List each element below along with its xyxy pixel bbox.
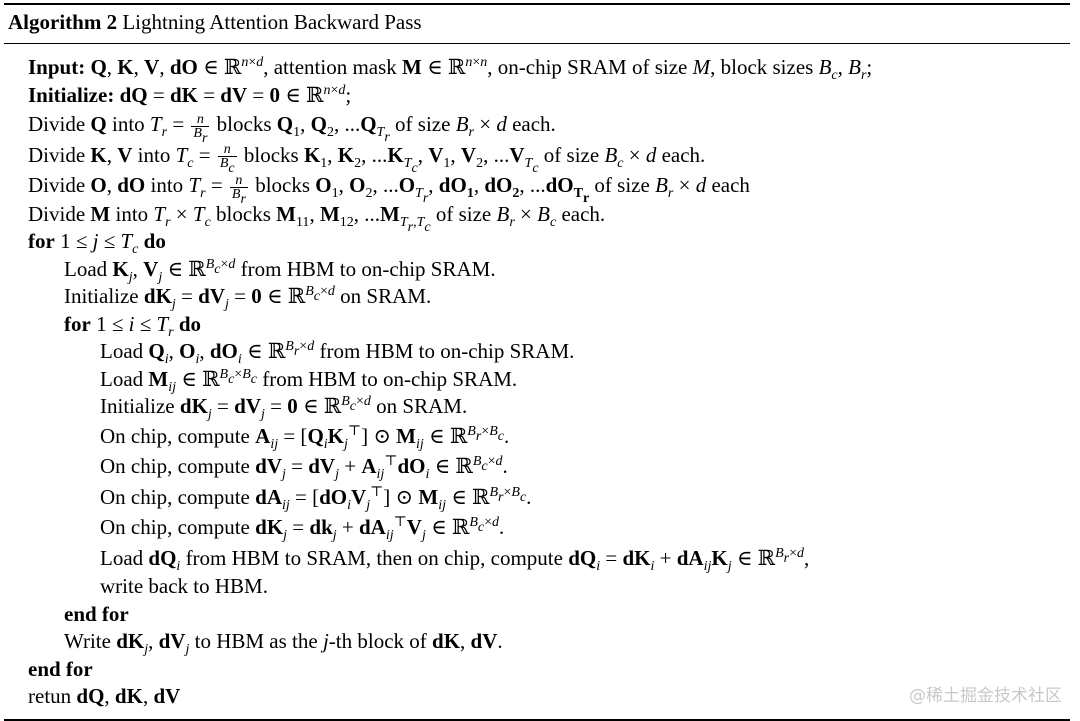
line-compute-a: On chip, compute Aij = [QiKj⊤] ⊙ Mij ∈ ℝ…: [100, 423, 510, 452]
line-outer-end-for: end for: [28, 656, 93, 681]
line-write-dkdv: Write dKj, dVj to HBM as the j-th block …: [64, 629, 503, 657]
line-compute-dk: On chip, compute dKj = dkj + dAij⊤Vj ∈ ℝ…: [100, 515, 505, 543]
line-inner-for: for 1 ≤ i ≤ Tr do: [64, 311, 202, 340]
top-rule: [4, 3, 1070, 5]
algorithm-body: Input: Q, K, V, dO ∈ ℝn×d, attention mas…: [4, 44, 1070, 711]
algorithm-caption: Algorithm 2 Lightning Attention Backward…: [4, 5, 1070, 37]
line-input: Input: Q, K, V, dO ∈ ℝn×d, attention mas…: [28, 55, 873, 83]
caption-rule: [4, 43, 1070, 44]
line-compute-dv: On chip, compute dVj = dVj + Aij⊤dOi ∈ ℝ…: [100, 454, 508, 482]
line-initialize: Initialize: dQ = dK = dV = 0 ∈ ℝn×d;: [28, 82, 352, 107]
algorithm-label: Algorithm 2: [8, 10, 118, 34]
algorithm-box: Algorithm 2 Lightning Attention Backward…: [4, 3, 1070, 721]
line-return: retun dQ, dK, dV: [28, 684, 181, 708]
line-load-qodo: Load Qi, Oi, dOi ∈ ℝBr×d from HBM to on-…: [100, 339, 575, 367]
algorithm-title: Lightning Attention Backward Pass: [122, 10, 422, 34]
line-load-dq: Load dQi from HBM to SRAM, then on chip,…: [100, 545, 810, 574]
line-write-back: write back to HBM.: [100, 574, 268, 598]
line-compute-da: On chip, compute dAij = [dOiVj⊤] ⊙ Mij ∈…: [100, 484, 532, 513]
line-divide-m: Divide M into Tr × Tc blocks M11, M12, .…: [28, 201, 606, 235]
line-load-m: Load Mij ∈ ℝBc×Bc from HBM to on-chip SR…: [100, 366, 518, 395]
line-inner-end-for: end for: [64, 601, 129, 626]
line-load-kv: Load Kj, Vj ∈ ℝBc×d from HBM to on-chip …: [64, 256, 496, 285]
line-outer-for: for 1 ≤ j ≤ Tc do: [28, 229, 166, 257]
line-init-dkdv: Initialize dKj = dVj = 0 ∈ ℝBc×d on SRAM…: [64, 284, 432, 312]
line-init-dkdv-inner: Initialize dKj = dVj = 0 ∈ ℝBc×d on SRAM…: [100, 394, 468, 422]
watermark: @稀土掘金技术社区: [909, 686, 1062, 706]
